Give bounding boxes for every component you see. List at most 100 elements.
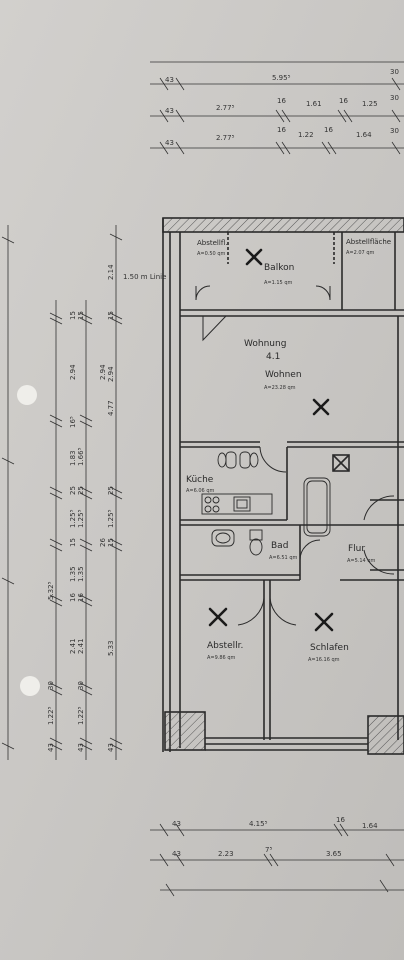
dim-label: 15	[69, 311, 77, 320]
dim-label: 16⁵	[69, 416, 77, 428]
bottom-dimension-lines	[150, 823, 404, 897]
dim-label: 16	[277, 126, 286, 134]
left-dimension-lines	[1, 225, 123, 760]
x-mark-icon	[245, 248, 263, 266]
dim-label: 43	[107, 743, 115, 752]
dim-label: 2.77⁵	[216, 104, 235, 112]
dim-label: 2.94	[107, 366, 115, 382]
dim-label: 25	[77, 486, 85, 495]
room-name: Wohnung	[244, 339, 286, 349]
room-area: A=5.14 qm	[347, 558, 376, 564]
dim-label: 2.41	[69, 638, 77, 654]
unit-number: 4.1	[266, 352, 280, 362]
room-area: A=6.06 qm	[186, 488, 215, 494]
dim-label: 25	[69, 486, 77, 495]
dim-label: 16	[324, 126, 333, 134]
room-labels: Abstellfl. A=0.50 qm Balkon A=1.15 qm Ab…	[123, 238, 391, 663]
room-area: A=16.16 qm	[308, 657, 340, 663]
room-name: Bad	[271, 541, 288, 551]
dim-label: 30	[390, 68, 399, 76]
room-name: Schlafen	[310, 643, 349, 653]
dim-label: 5.33	[107, 640, 115, 656]
dim-label: 43	[172, 850, 181, 858]
bottom-dimension-labels: 43 4.15⁵ 16 1.64 43 2.23 7⁵ 3.65	[172, 816, 378, 858]
dim-label: 25	[107, 486, 115, 495]
dim-label: 1.83	[69, 450, 77, 466]
dim-label: 7⁵	[265, 846, 272, 854]
top-dimension-lines	[150, 61, 404, 155]
door-swings	[195, 285, 395, 626]
line-annotation: 1.50 m Linie	[123, 273, 166, 281]
left-dimension-labels: 15 2.94 16⁵ 1.83 25 1.25⁵ 15 1.35 16 5.3…	[47, 264, 115, 752]
dim-label: 30	[390, 94, 399, 102]
dim-label: 26	[99, 538, 107, 547]
dim-label: 43	[77, 743, 85, 752]
dim-label: 43	[172, 820, 181, 828]
room-name: Abstellfl.	[197, 239, 227, 247]
punch-hole-icon	[20, 676, 40, 696]
room-name: Abstellfläche	[346, 238, 391, 246]
dim-label: 2.94	[69, 364, 77, 380]
dim-label: 30	[77, 681, 85, 690]
dim-label: 3.65	[326, 850, 342, 858]
dim-label: 2.41	[77, 638, 85, 654]
dim-label: 43	[165, 76, 174, 84]
dim-label: 16	[339, 97, 348, 105]
room-name: Küche	[186, 475, 214, 485]
room-area: A=1.15 qm	[264, 280, 293, 286]
marker-x-annotations	[208, 248, 334, 632]
room-area: A=6.51 qm	[269, 555, 298, 561]
dim-label: 1.25	[362, 100, 378, 108]
room-name: Flur	[348, 544, 365, 554]
dim-label: 1.25⁵	[107, 509, 115, 528]
dim-label: 4.77	[107, 400, 115, 416]
dim-label: 4.15⁵	[249, 820, 268, 828]
room-area: A=9.86 qm	[207, 655, 236, 661]
dim-label: 43	[165, 107, 174, 115]
dim-label: 1.22	[298, 131, 314, 139]
room-area: A=0.50 qm	[197, 251, 226, 257]
outer-walls	[162, 217, 404, 755]
dim-label: 1.64	[356, 131, 372, 139]
dim-label: 16	[69, 593, 77, 602]
x-mark-icon	[314, 612, 334, 632]
dim-label: 1.25⁵	[69, 509, 77, 528]
dim-label: 2.94	[99, 364, 107, 380]
dim-label: 1.25⁵	[77, 509, 85, 528]
dim-label: 16	[336, 816, 345, 824]
dim-label: 1.66⁵	[77, 447, 85, 466]
dim-label: 1.35	[69, 566, 77, 582]
dim-label: 2.77⁵	[216, 134, 235, 142]
dim-label: 15	[77, 311, 85, 320]
dim-label: 5.95⁵	[272, 74, 291, 82]
dim-label: 1.64	[362, 822, 378, 830]
dim-label: 1.22⁵	[47, 706, 55, 725]
dim-label: 30	[47, 681, 55, 690]
dim-label: 1.61	[306, 100, 322, 108]
punch-hole-icon	[17, 385, 37, 405]
room-name: Balkon	[264, 263, 294, 273]
x-mark-icon	[312, 398, 330, 416]
room-area: A=23.28 qm	[264, 385, 296, 391]
room-name: Wohnen	[265, 370, 302, 380]
dim-label: 16	[77, 593, 85, 602]
top-dimension-labels: 43 5.95⁵ 30 43 2.77⁵ 16 1.61 16 1.25 30 …	[165, 68, 399, 147]
dim-label: 1.22⁵	[77, 706, 85, 725]
dim-label: 43	[47, 743, 55, 752]
dim-label: 43	[165, 139, 174, 147]
dim-label: 1.35	[77, 566, 85, 582]
room-name: Abstellr.	[207, 641, 243, 651]
room-area: A=2.07 qm	[346, 250, 375, 256]
dim-label: 30	[390, 127, 399, 135]
dim-label: 2.23	[218, 850, 234, 858]
dim-label: 15	[107, 538, 115, 547]
dim-label: 15	[107, 311, 115, 320]
x-mark-icon	[208, 607, 228, 627]
dim-label: 5.32⁵	[47, 581, 55, 600]
dim-label: 15	[69, 538, 77, 547]
dim-label: 16	[277, 97, 286, 105]
dim-label: 2.14	[107, 264, 115, 280]
bath-fixtures	[211, 477, 331, 556]
